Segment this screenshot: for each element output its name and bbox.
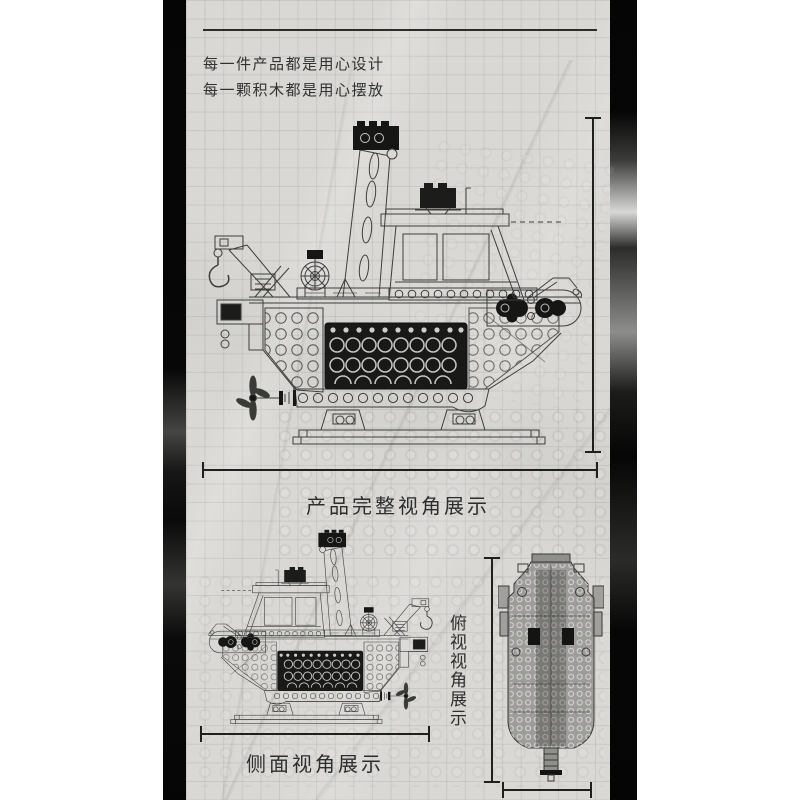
- crane-tugboat-side-view-mirrored-drawing: [208, 529, 433, 725]
- propeller: [236, 375, 296, 421]
- dimension-line-top-length: [484, 557, 500, 783]
- winch-wheel: [300, 250, 330, 297]
- dimension-line-side-length: [200, 726, 430, 742]
- dimension-line-length: [202, 462, 598, 478]
- dim-cap: [428, 726, 430, 742]
- display-stand: [292, 409, 546, 445]
- dim-cap: [590, 782, 592, 798]
- crane-tugboat-side-view-drawing: [208, 121, 582, 445]
- top-view-rudder-shaft: [540, 747, 562, 782]
- hull: [216, 296, 581, 413]
- caption-top-view: 俯视视角展示: [447, 614, 466, 728]
- crane-tugboat-top-view-drawing: [498, 553, 604, 782]
- hull-dark-band: [324, 322, 468, 390]
- caption-full-view: 产品完整视角展示: [306, 496, 490, 518]
- dim-bar: [200, 733, 430, 735]
- dimension-line-top-width: [502, 782, 592, 798]
- blueprint-grid-panel: 每一件产品都是用心设计 每一颗积木都是用心摆放: [186, 0, 615, 800]
- roof-equipment: [415, 183, 565, 223]
- backdrop-streak-right: [609, 0, 637, 800]
- top-divider-rule: [203, 29, 597, 31]
- bow-crane-hook: [208, 235, 291, 298]
- dim-cap: [596, 462, 598, 478]
- crane-boom: [336, 121, 399, 298]
- backdrop-streak-left: [163, 0, 187, 800]
- wheelhouse-cabin: [296, 208, 538, 301]
- dim-bar: [491, 557, 493, 783]
- dim-bar: [592, 117, 594, 453]
- dim-cap: [585, 451, 601, 453]
- dimension-line-height: [585, 117, 601, 453]
- intro-line-2: 每一颗积木都是用心摆放: [203, 82, 385, 99]
- caption-side-view: 侧面视角展示: [246, 754, 384, 776]
- dim-bar: [502, 789, 592, 791]
- dim-bar: [202, 469, 598, 471]
- intro-line-1: 每一件产品都是用心设计: [203, 56, 385, 73]
- stern-machinery: [486, 277, 582, 327]
- product-photo-backdrop: 每一件产品都是用心设计 每一颗积木都是用心摆放: [163, 0, 637, 800]
- intro-copy: 每一件产品都是用心设计 每一颗积木都是用心摆放: [203, 52, 385, 104]
- dim-cap: [484, 781, 500, 783]
